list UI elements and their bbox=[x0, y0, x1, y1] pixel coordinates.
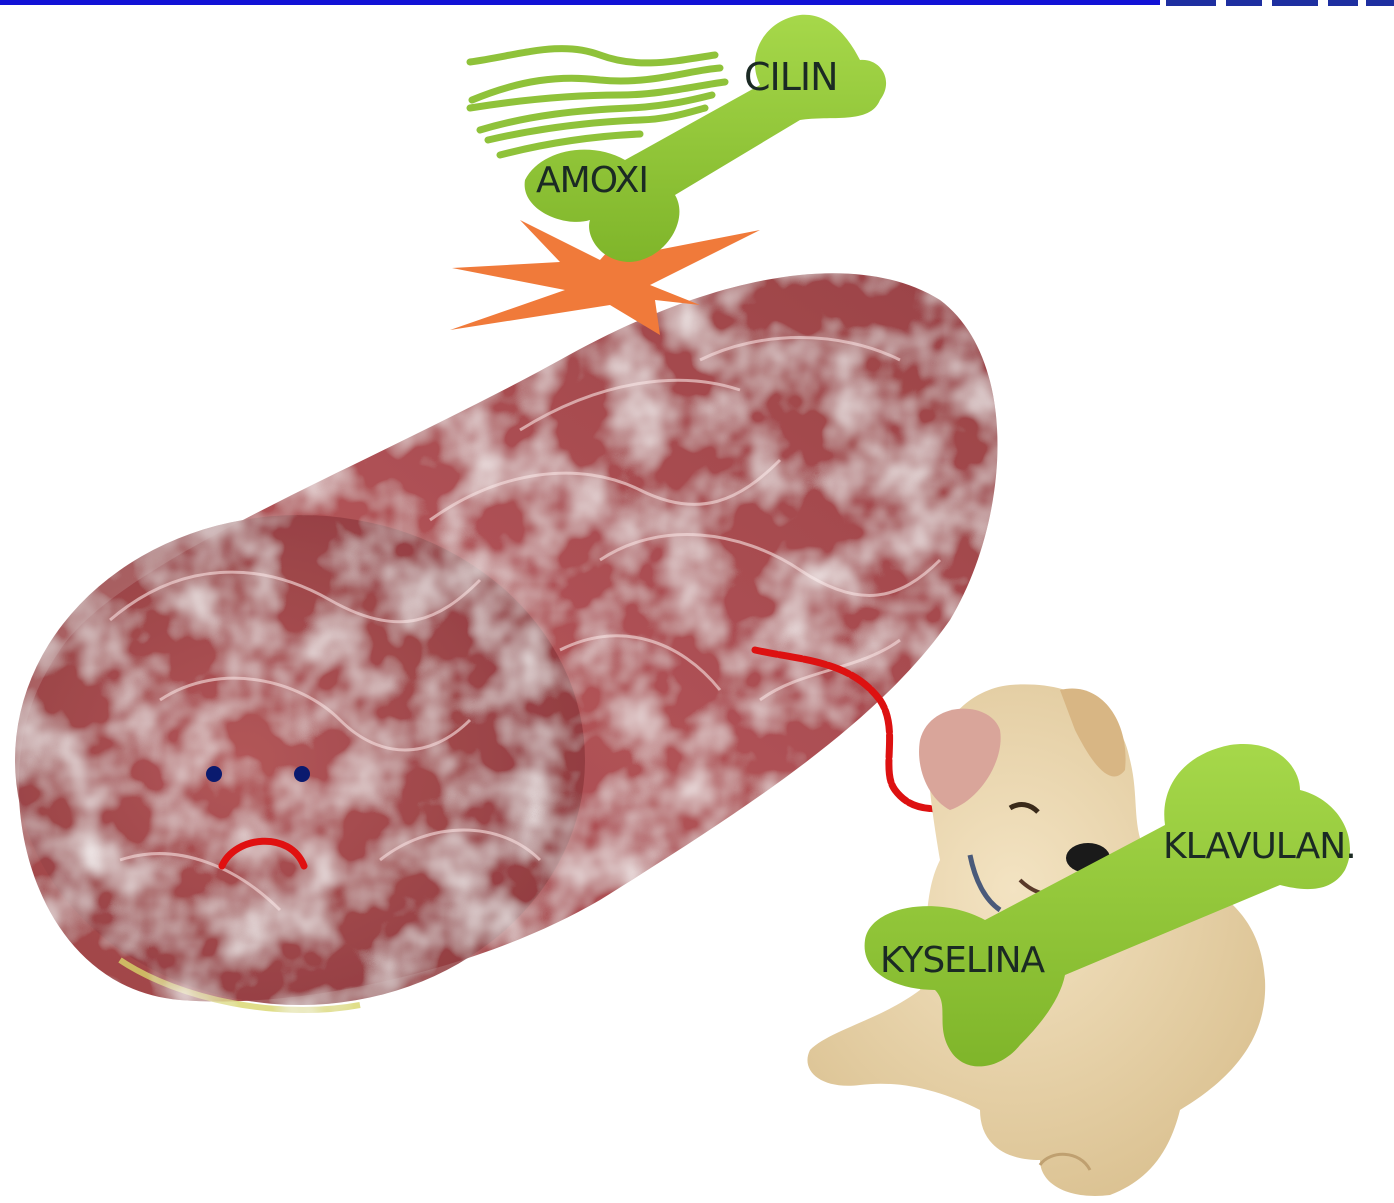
bone-dog-label-right: KLAVULAN. bbox=[1163, 826, 1356, 867]
left-eye bbox=[206, 766, 222, 782]
bacterium bbox=[15, 273, 998, 1010]
right-eye bbox=[294, 766, 310, 782]
bone-top-label-left: AMOXI bbox=[536, 160, 648, 201]
bone-dog-label-left: KYSELINA bbox=[880, 940, 1044, 981]
bone-top-label-right: CILIN bbox=[744, 55, 838, 99]
